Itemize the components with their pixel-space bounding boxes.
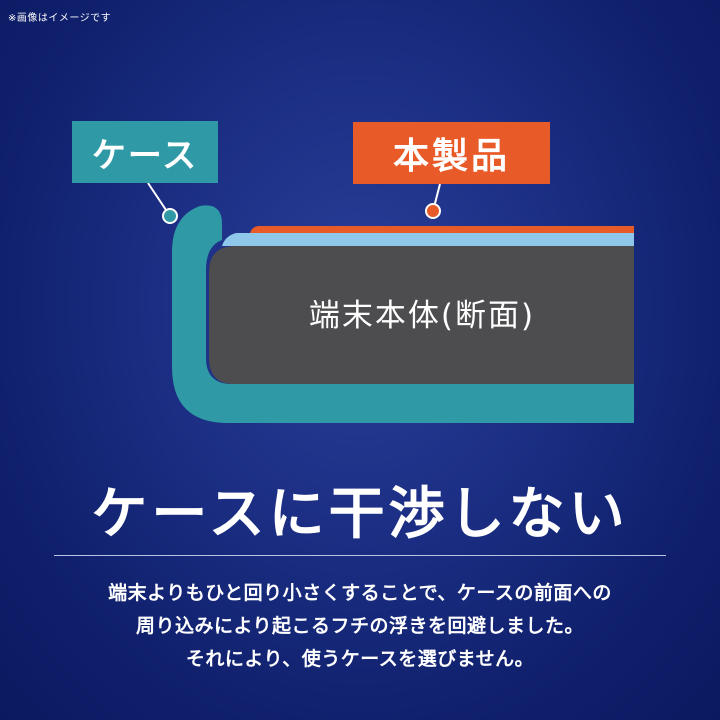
divider	[54, 555, 666, 556]
description-line-2: 周り込みにより起こるフチの浮きを回避しました。	[135, 615, 585, 637]
device-label: 端末本体(断面)	[308, 297, 536, 334]
product-label: 本製品	[353, 122, 550, 184]
image-note: ※画像はイメージです	[8, 13, 112, 24]
product-leader-dot	[425, 203, 441, 219]
film-layer	[222, 233, 634, 246]
case-leader-dot	[162, 208, 178, 224]
case-label: ケース	[72, 121, 218, 183]
headline: ケースに干渉しない	[91, 481, 629, 547]
cross-section-diagram	[162, 203, 634, 423]
description-line-3: それにより、使うケースを選びません。	[185, 648, 535, 670]
case-shape	[172, 205, 634, 423]
device-body	[209, 246, 634, 384]
product-layer	[250, 226, 634, 233]
description-line-1: 端末よりもひと回り小さくすることで、ケースの前面への	[108, 582, 612, 604]
description: 端末よりもひと回り小さくすることで、ケースの前面への 周り込みにより起こるフチの…	[0, 577, 720, 676]
